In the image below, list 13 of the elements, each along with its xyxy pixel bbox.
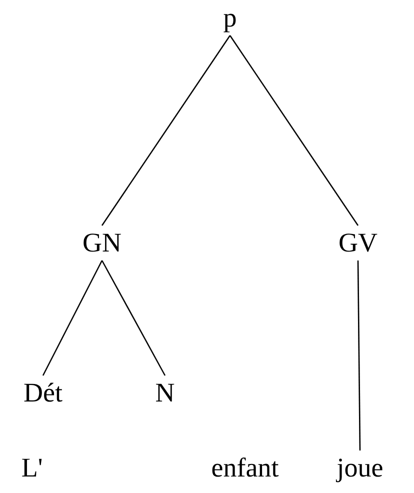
tree-node-label: joue	[332, 450, 388, 486]
tree-node-label: Dét	[20, 376, 66, 410]
tree-node-label: GV	[334, 226, 382, 260]
tree-node-label: p	[219, 0, 241, 36]
tree-branch-line	[101, 260, 166, 376]
tree-branch-line	[42, 260, 103, 376]
tree-branch-line	[357, 260, 361, 450]
tree-branch-line	[229, 35, 359, 226]
tree-node-label: GN	[78, 226, 126, 260]
word-label: L'	[21, 452, 43, 484]
tree-node-label: N	[151, 376, 179, 410]
word-label: enfant	[211, 452, 279, 484]
tree-branch-line	[101, 35, 231, 226]
